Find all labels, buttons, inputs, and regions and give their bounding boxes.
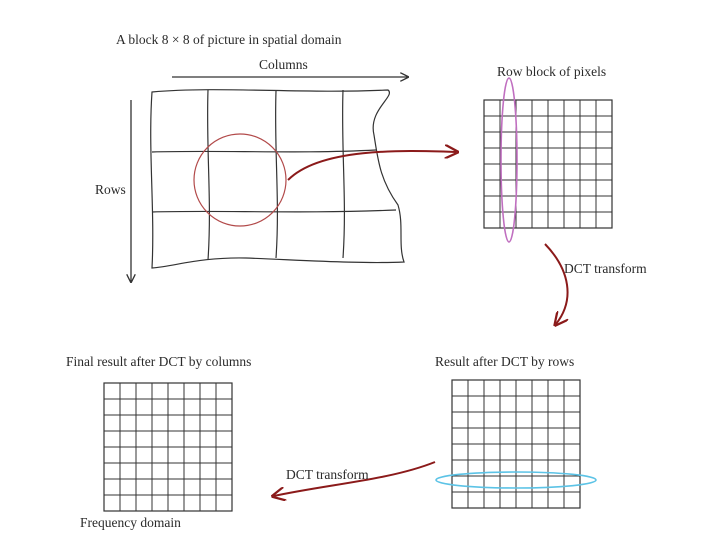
grid-row-block: [483, 99, 613, 229]
arrow-dct-transform-2: [274, 461, 436, 496]
arrow-to-row-block: [287, 151, 456, 181]
grid-final-result: [103, 382, 233, 512]
title-label: A block 8 × 8 of picture in spatial doma…: [116, 32, 342, 47]
arrow-dct-transform-1: [544, 243, 569, 324]
row-block-label: Row block of pixels: [497, 64, 607, 79]
dct-transform-label-2: DCT transform: [286, 467, 369, 482]
picture-block-grid-col-2: [274, 90, 278, 259]
picture-block-grid-col-1: [206, 89, 210, 261]
grid-result-rows: [451, 379, 581, 509]
column-highlight-ellipse: [500, 77, 518, 243]
picture-block-outline: [150, 89, 405, 269]
result-rows-label: Result after DCT by rows: [435, 354, 575, 369]
frequency-domain-label: Frequency domain: [80, 515, 181, 530]
highlight-circle: [193, 133, 287, 227]
picture-block-grid-row-2: [151, 209, 397, 213]
picture-block: [150, 89, 405, 269]
final-result-label: Final result after DCT by columns: [66, 354, 252, 369]
columns-label: Columns: [259, 57, 308, 72]
dct-transform-label-1: DCT transform: [564, 261, 647, 276]
rows-label: Rows: [95, 182, 126, 197]
picture-block-grid-row-1: [151, 149, 377, 153]
picture-block-grid-col-3: [341, 89, 345, 259]
row-highlight-ellipse: [435, 471, 597, 489]
